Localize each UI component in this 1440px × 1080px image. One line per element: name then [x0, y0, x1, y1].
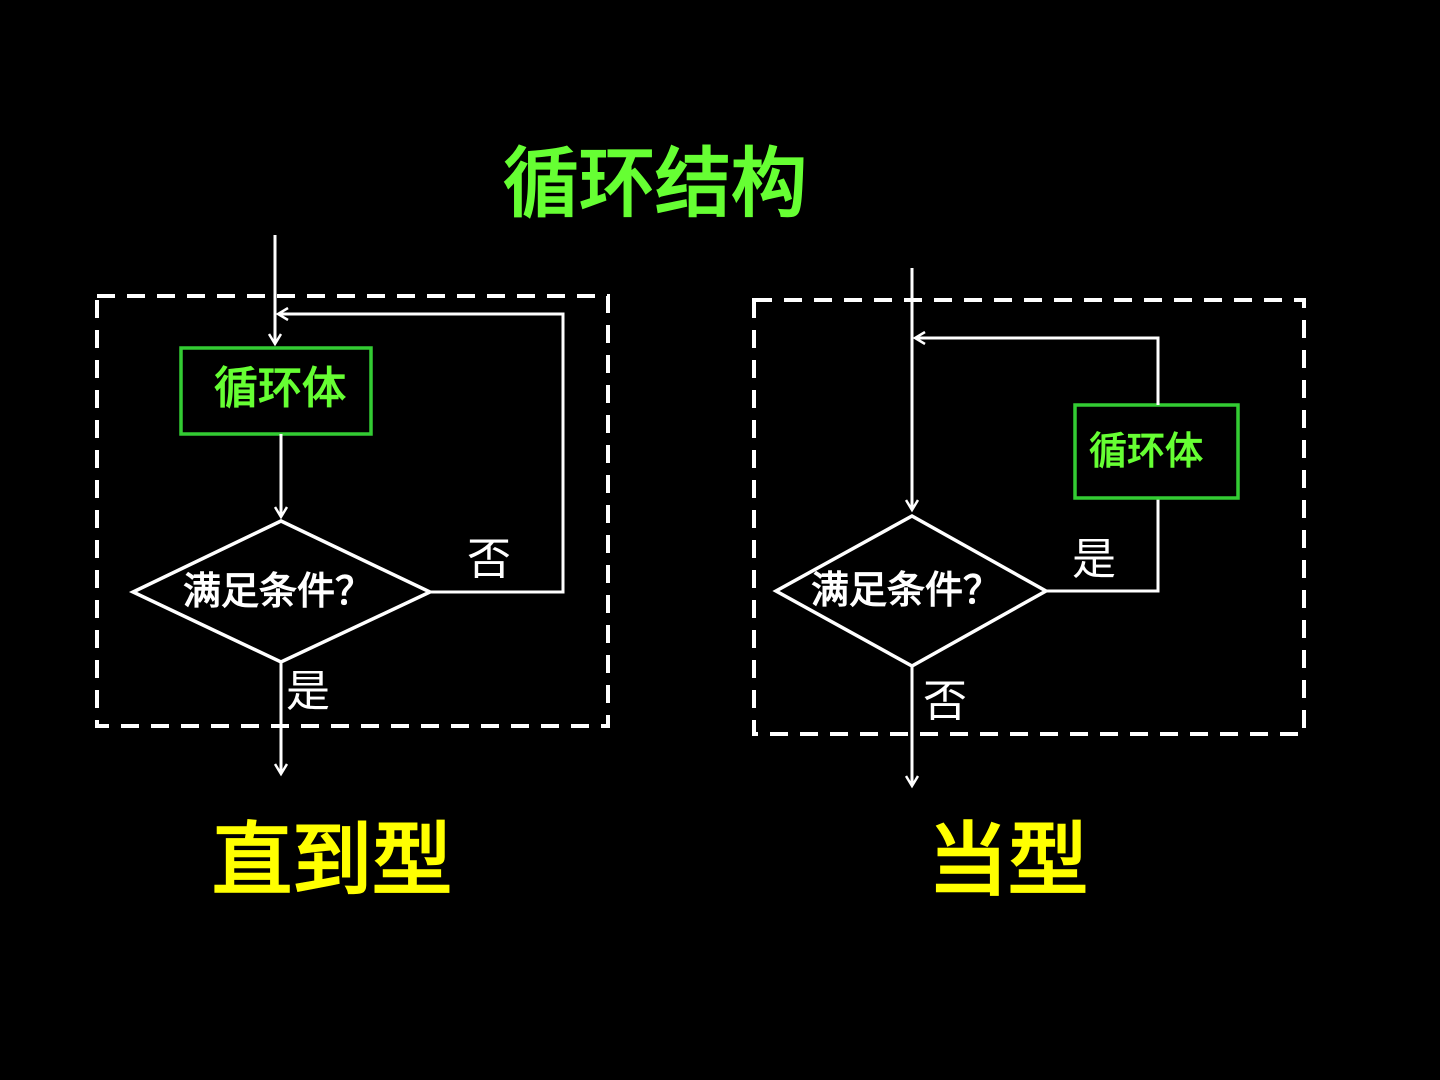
- until-condition-label: 满足条件？: [183, 568, 373, 613]
- until-no-branch-line: [278, 314, 565, 594]
- while-condition-label: 满足条件？: [811, 567, 1001, 612]
- until-loop-body-box: [179, 346, 373, 436]
- while-loop-diagram: 满足条件？ 是 循环体 否 当型: [752, 268, 1306, 907]
- while-yes-label: 是: [1072, 534, 1116, 585]
- until-no-label: 否: [467, 534, 511, 585]
- slide-title: 循环结构: [503, 139, 807, 228]
- until-yes-label: 是: [286, 666, 330, 717]
- until-type-label: 直到型: [212, 814, 452, 907]
- until-loop-body-label: 循环体: [214, 363, 346, 414]
- while-loop-back-line: [915, 338, 1160, 405]
- while-loop-body-label: 循环体: [1089, 429, 1203, 473]
- while-yes-branch-line: [1046, 498, 1160, 593]
- until-loop-dashed-frame: [95, 294, 610, 728]
- while-no-label: 否: [923, 676, 967, 727]
- while-type-label: 当型: [928, 814, 1088, 907]
- until-loop-diagram: 循环体 满足条件？ 否 是 直到型: [95, 235, 610, 907]
- while-loop-dashed-frame: [752, 298, 1306, 736]
